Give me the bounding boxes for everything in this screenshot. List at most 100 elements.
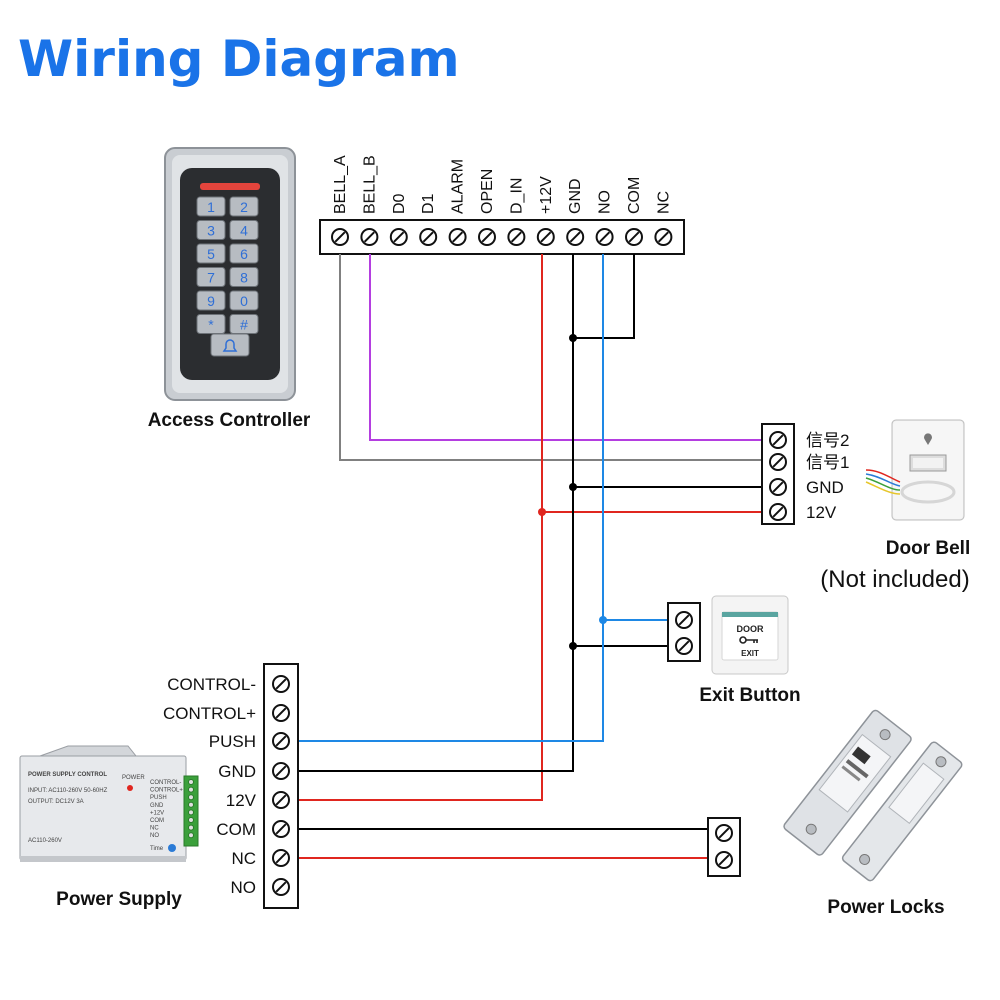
keypad-key: 6: [229, 243, 259, 264]
ps-box-terminal-label: +12V: [150, 810, 164, 816]
screw-terminal-icon: [272, 675, 290, 693]
keypad-key: 5: [196, 243, 226, 264]
svg-text:2: 2: [240, 199, 248, 215]
status-led-icon: [200, 183, 260, 190]
bell-icon: [222, 339, 238, 352]
controller-terminal-label: +12V: [538, 176, 555, 214]
power-supply-terminal-label: CONTROL-: [167, 675, 256, 694]
ps-box-output: OUTPUT: DC12V 3A: [28, 799, 84, 805]
wire-bell-a: [339, 254, 762, 461]
screw-terminal-icon: [389, 228, 408, 246]
screw-terminal-icon: [625, 228, 643, 246]
keypad-key: 3: [196, 220, 226, 240]
keypad-key: *: [196, 314, 226, 334]
power-led-icon: [127, 785, 133, 791]
keypad-key: 8: [229, 267, 259, 287]
doorbell-terminal-label: GND: [806, 478, 844, 497]
controller-terminal-label: ALARM: [450, 159, 467, 214]
junction-dot: [569, 483, 577, 491]
keypad-key: 1: [196, 196, 226, 217]
screw-terminal-icon: [448, 228, 467, 246]
exit-terminal-block: [667, 602, 701, 662]
screw-terminal-icon: [675, 637, 693, 655]
svg-text:#: #: [240, 317, 248, 333]
screw-terminal-icon: [654, 228, 673, 246]
ps-box-terminal-label: GND: [150, 803, 164, 809]
controller-terminal-label: D0: [391, 193, 408, 214]
doorbell-terminal-label: 信号1: [806, 453, 849, 472]
svg-text:3: 3: [207, 223, 215, 239]
junction-dot: [569, 642, 577, 650]
time-knob-icon: [168, 844, 176, 852]
power-supply-label: Power Supply: [56, 889, 182, 910]
wire-com: [573, 254, 635, 339]
wire-12v: [298, 254, 543, 801]
power-supply-device: POWER SUPPLY CONTROL INPUT: AC110-260V 5…: [19, 745, 199, 862]
svg-text:0: 0: [240, 293, 248, 309]
power-supply-terminal-label: NC: [231, 849, 256, 868]
power-supply-terminal-label: CONTROL+: [163, 704, 256, 723]
doorbell-terminal-label: 12V: [806, 503, 837, 522]
lock-terminal-block: [707, 817, 741, 877]
screw-terminal-icon: [595, 228, 614, 246]
screw-terminal-icon: [675, 611, 693, 629]
keypad-key: 7: [196, 267, 226, 287]
power-supply-terminal-label: GND: [218, 762, 256, 781]
controller-terminal-label: BELL_B: [361, 155, 378, 214]
keypad-key: 4: [229, 220, 259, 240]
controller-terminal-label: NO: [597, 190, 614, 214]
screw-terminal-icon: [272, 878, 290, 896]
keypad-key: 9: [196, 290, 226, 311]
ps-box-title: POWER SUPPLY CONTROL: [28, 772, 107, 778]
screw-terminal-icon: [331, 228, 349, 246]
controller-terminal-label: COM: [626, 177, 643, 214]
ps-box-input: INPUT: AC110-260V 50-60HZ: [28, 788, 108, 794]
controller-terminal-label: OPEN: [479, 169, 496, 214]
controller-terminal-label: GND: [567, 178, 584, 214]
wire-gnd: [298, 254, 574, 772]
keypad-key: #: [229, 314, 259, 334]
screw-terminal-icon: [715, 851, 733, 869]
screw-terminal-icon: [272, 791, 290, 809]
svg-text:5: 5: [207, 246, 215, 262]
controller-terminal-label: NC: [655, 191, 672, 214]
ps-box-terminal-label: NC: [150, 826, 159, 832]
svg-text:6: 6: [240, 246, 248, 262]
screw-terminal-icon: [272, 704, 290, 722]
ps-box-power: POWER: [122, 775, 145, 781]
controller-terminal-label: D_IN: [508, 178, 525, 214]
keypad-key: 2: [229, 196, 259, 217]
junction-dot: [569, 334, 577, 342]
controller-terminal-block: BELL_A BELL_B D0 D1 ALARM OPEN D_IN +12V GND NO CO…: [319, 155, 685, 255]
screw-terminal-icon: [566, 228, 585, 246]
doorbell-device: [865, 419, 965, 521]
exit-button-label: Exit Button: [699, 685, 800, 706]
screw-terminal-icon: [272, 820, 290, 838]
controller-terminal-label: D1: [420, 193, 437, 214]
screw-terminal-icon: [536, 228, 555, 246]
screw-terminal-icon: [478, 228, 496, 246]
screw-terminal-icon: [272, 849, 290, 867]
ps-box-terminal-label: NO: [150, 833, 159, 839]
exit-button-device: DOOR EXIT: [711, 595, 789, 675]
exit-plate-top: DOOR: [737, 624, 765, 634]
screw-terminal-icon: [419, 228, 438, 246]
exit-plate-bottom: EXIT: [741, 649, 759, 658]
power-supply-terminal-label: PUSH: [209, 732, 256, 751]
doorbell-label: Door Bell: [886, 538, 970, 559]
power-lock-device: [783, 709, 963, 882]
junction-dot: [599, 616, 607, 624]
svg-text:8: 8: [240, 270, 248, 286]
screw-terminal-icon: [769, 431, 787, 449]
screw-terminal-icon: [715, 824, 733, 842]
svg-text:7: 7: [207, 270, 215, 286]
screw-terminal-icon: [360, 228, 379, 246]
doorbell-terminal-label: 信号2: [806, 431, 849, 450]
ps-box-terminal-label: PUSH: [150, 795, 167, 801]
controller-terminal-label: BELL_A: [332, 155, 349, 214]
power-locks-label: Power Locks: [827, 897, 944, 918]
